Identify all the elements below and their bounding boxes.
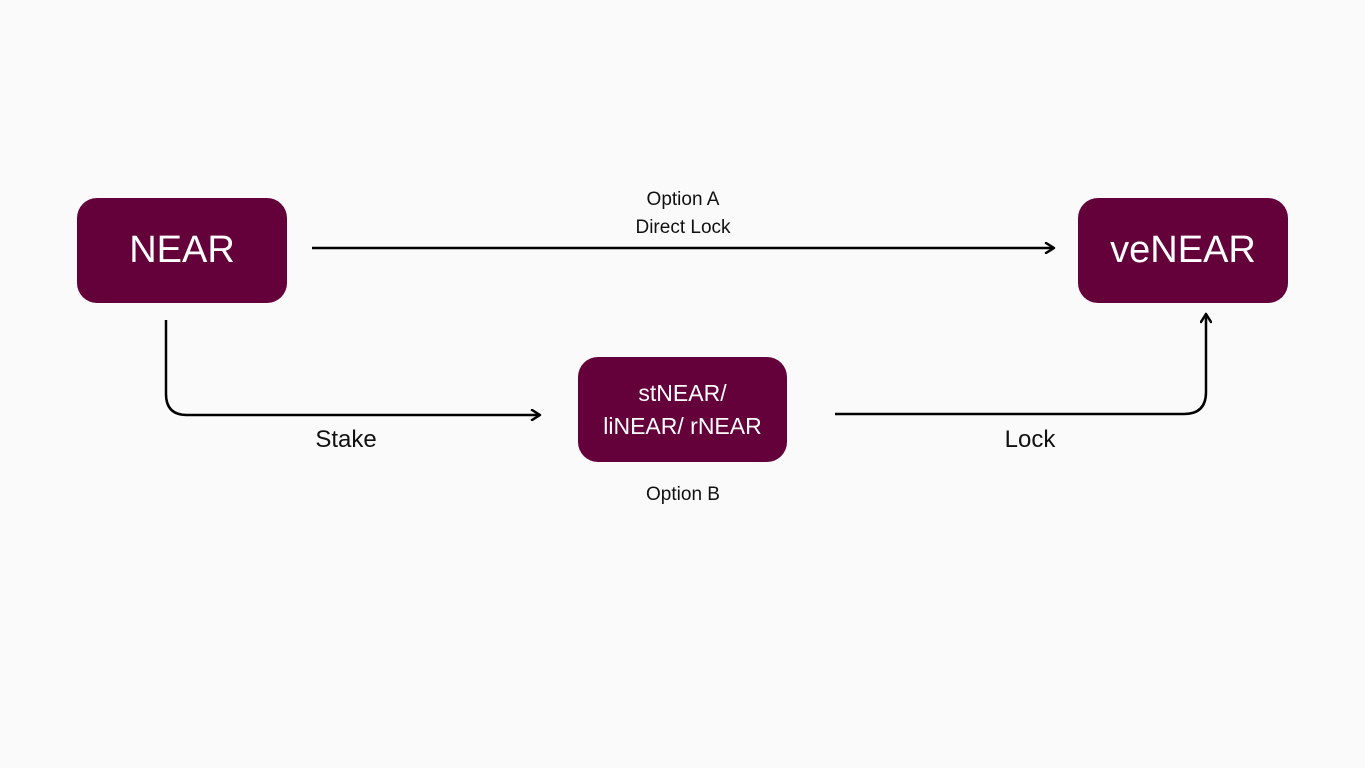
option-a-subtitle: Direct Lock xyxy=(635,217,731,238)
edge-label-option-a: Option A Direct Lock xyxy=(583,186,783,242)
node-staked-label-line2: liNEAR/ rNEAR xyxy=(603,412,762,439)
node-staked-tokens: stNEAR/ liNEAR/ rNEAR xyxy=(578,357,787,462)
node-near: NEAR xyxy=(77,198,287,303)
arrow-stake xyxy=(164,320,540,415)
node-venear: veNEAR xyxy=(1078,198,1288,303)
arrow-lock xyxy=(835,314,1206,416)
edge-label-lock: Lock xyxy=(1004,426,1056,453)
node-near-label: NEAR xyxy=(129,229,235,271)
edge-label-option-b: Option B xyxy=(646,484,720,505)
node-staked-label-line1: stNEAR/ xyxy=(638,379,727,406)
node-venear-label: veNEAR xyxy=(1110,229,1256,271)
option-a-title: Option A xyxy=(646,189,720,210)
edge-label-stake: Stake xyxy=(315,426,377,453)
